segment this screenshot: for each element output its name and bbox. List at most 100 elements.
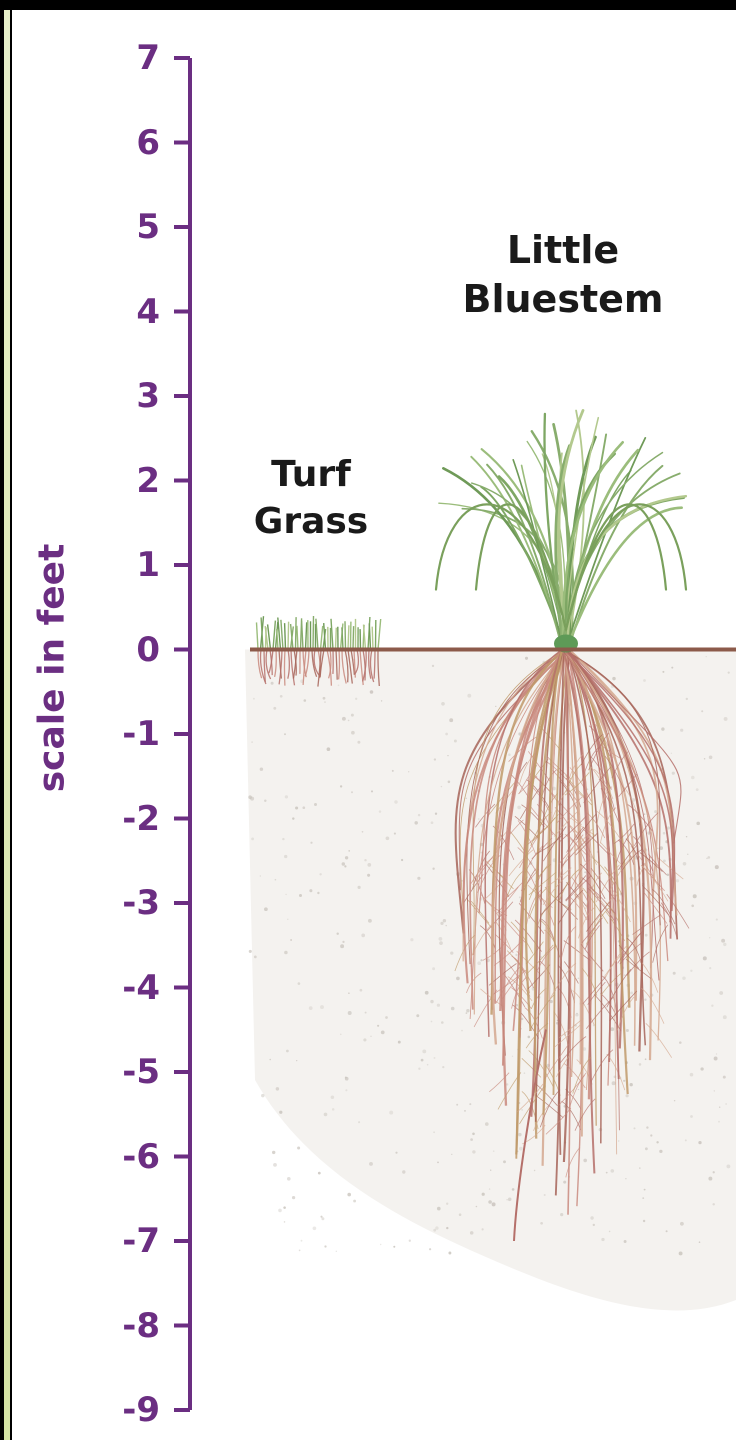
soil-speck bbox=[309, 1006, 313, 1010]
soil-speck bbox=[699, 1241, 701, 1243]
turf-blade bbox=[321, 626, 323, 650]
soil-speck bbox=[336, 1251, 337, 1252]
soil-speck bbox=[633, 1127, 635, 1129]
turf-blade bbox=[285, 623, 286, 649]
soil-speck bbox=[351, 731, 355, 735]
soil-speck bbox=[449, 718, 453, 722]
turf-blade bbox=[257, 622, 259, 649]
turf-blade bbox=[281, 620, 283, 650]
soil-speck bbox=[398, 1041, 401, 1044]
soil-speck bbox=[461, 1030, 463, 1032]
soil-speck bbox=[284, 951, 288, 955]
soil-speck bbox=[575, 1013, 578, 1016]
soil-speck bbox=[663, 860, 666, 863]
soil-speck bbox=[269, 1059, 271, 1061]
soil-speck bbox=[441, 1021, 444, 1024]
soil-speck bbox=[707, 856, 710, 859]
soil-speck bbox=[429, 1248, 431, 1250]
soil-speck bbox=[287, 919, 288, 920]
soil-speck bbox=[348, 1011, 352, 1015]
soil-speck bbox=[342, 862, 345, 865]
soil-speck bbox=[250, 797, 254, 801]
soil-speck bbox=[612, 677, 615, 680]
soil-speck bbox=[624, 974, 626, 976]
soil-speck bbox=[654, 810, 657, 813]
soil-speck bbox=[435, 1226, 438, 1229]
soil-speck bbox=[260, 767, 263, 770]
tick-label: 1 bbox=[100, 545, 160, 585]
turf-blade bbox=[277, 629, 278, 650]
soil-speck bbox=[590, 1216, 593, 1219]
soil-speck bbox=[495, 706, 496, 707]
soil-speck bbox=[249, 950, 252, 953]
soil-speck bbox=[309, 889, 312, 892]
tick-label: -8 bbox=[100, 1306, 160, 1346]
soil-speck bbox=[680, 729, 683, 732]
soil-speck bbox=[379, 810, 381, 812]
soil-speck bbox=[261, 1094, 264, 1097]
soil-speck bbox=[472, 1150, 475, 1153]
turf-grass-foliage bbox=[257, 616, 381, 650]
soil-speck bbox=[723, 1015, 727, 1019]
soil-speck bbox=[357, 741, 360, 744]
soil-speck bbox=[716, 919, 718, 921]
soil-speck bbox=[709, 756, 713, 760]
soil-speck bbox=[721, 939, 725, 943]
soil-speck bbox=[342, 941, 344, 943]
soil-speck bbox=[370, 690, 374, 694]
soil-speck bbox=[425, 991, 429, 995]
soil-speck bbox=[271, 682, 274, 685]
soil-speck bbox=[650, 1134, 652, 1136]
soil-speck bbox=[560, 1213, 563, 1216]
soil-speck bbox=[431, 821, 434, 824]
soil-speck bbox=[345, 1077, 349, 1081]
soil-speck bbox=[709, 937, 710, 938]
soil-speck bbox=[508, 1198, 512, 1202]
soil-speck bbox=[434, 1057, 436, 1059]
soil-speck bbox=[298, 982, 301, 985]
soil-speck bbox=[661, 727, 664, 730]
soil-speck bbox=[508, 753, 511, 756]
soil-speck bbox=[443, 919, 446, 922]
soil-speck bbox=[489, 1188, 490, 1189]
soil-speck bbox=[666, 873, 669, 876]
soil-speck bbox=[490, 1170, 491, 1171]
soil-speck bbox=[716, 1053, 717, 1054]
soil-speck bbox=[578, 1089, 579, 1090]
soil-speck bbox=[693, 894, 697, 898]
tick-label: -2 bbox=[100, 799, 160, 839]
soil-speck bbox=[302, 806, 305, 809]
soil-speck bbox=[645, 1058, 647, 1060]
soil-speck bbox=[679, 1251, 683, 1255]
soil-speck bbox=[367, 863, 371, 867]
soil-speck bbox=[361, 934, 365, 938]
soil-speck bbox=[646, 1126, 648, 1128]
soil-speck bbox=[601, 1238, 604, 1241]
little-bluestem-label: Little Bluestem bbox=[438, 226, 688, 325]
soil-speck bbox=[348, 850, 350, 852]
soil-speck bbox=[358, 1121, 360, 1123]
soil-speck bbox=[381, 1031, 385, 1035]
soil-speck bbox=[447, 755, 448, 756]
soil-speck bbox=[657, 848, 659, 850]
soil-speck bbox=[712, 1203, 714, 1205]
soil-speck bbox=[324, 1245, 326, 1247]
soil-speck bbox=[512, 1188, 515, 1191]
soil-speck bbox=[332, 1108, 335, 1111]
soil-speck bbox=[639, 1167, 641, 1169]
soil-speck bbox=[394, 800, 397, 803]
soil-speck bbox=[338, 684, 340, 686]
soil-speck bbox=[264, 799, 266, 801]
soil-speck bbox=[347, 1193, 351, 1197]
soil-speck bbox=[290, 939, 292, 941]
soil-speck bbox=[310, 842, 312, 844]
soil-speck bbox=[320, 1005, 324, 1009]
soil-speck bbox=[477, 961, 481, 965]
soil-speck bbox=[704, 758, 706, 760]
soil-speck bbox=[377, 1025, 379, 1027]
tick-label: 0 bbox=[100, 630, 160, 670]
turf-grass-label-line1: Turf bbox=[236, 452, 386, 499]
soil-speck bbox=[521, 1109, 523, 1111]
soil-speck bbox=[286, 1050, 289, 1053]
soil-speck bbox=[706, 656, 707, 657]
